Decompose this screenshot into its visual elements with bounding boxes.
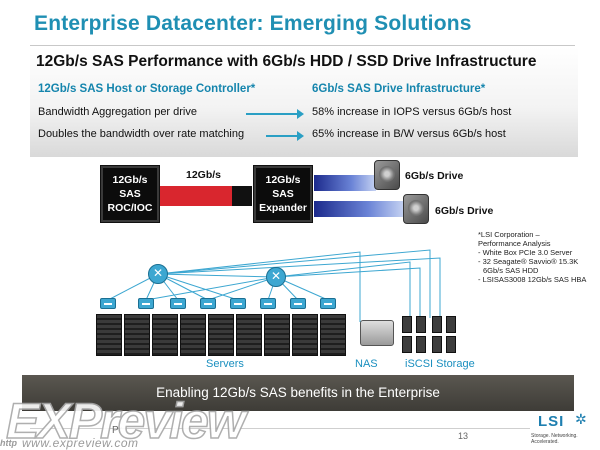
right-column-heading: 6Gb/s SAS Drive Infrastructure* xyxy=(312,83,486,95)
lsi-logo-mark-icon: ✲ xyxy=(575,411,587,427)
network-link xyxy=(207,276,277,301)
storage-array-icon xyxy=(432,336,442,353)
storage-array-icon xyxy=(402,316,412,333)
storage-array-icon xyxy=(446,336,456,353)
router-icon xyxy=(148,264,168,284)
lsi-logo: LSI xyxy=(538,413,565,430)
server-rack-icon xyxy=(96,314,122,356)
sas-12g-cable-end xyxy=(232,186,252,206)
panel-heading: 12Gb/s SAS Performance with 6Gb/s HDD / … xyxy=(36,53,537,70)
storage-array-icon xyxy=(432,316,442,333)
hdd-icon xyxy=(403,194,429,224)
server-rack-icon xyxy=(320,314,346,356)
expreview-watermark: EXPreview xyxy=(5,392,246,450)
performance-panel: 12Gb/s SAS Performance with 6Gb/s HDD / … xyxy=(30,47,578,157)
row-2-right: 65% increase in B/W versus 6Gb/s host xyxy=(312,128,506,140)
storage-array-icon xyxy=(402,336,412,353)
network-link xyxy=(157,273,239,301)
switch-icon xyxy=(230,298,246,309)
nas-device-icon xyxy=(360,320,394,346)
sas-12g-cable xyxy=(160,186,252,206)
sas-controller-chip: 12Gb/s SAS ROC/IOC xyxy=(96,161,164,227)
ref-line: - LSISAS3008 12Gb/s SAS HBA xyxy=(478,275,587,284)
network-link xyxy=(157,249,431,318)
drive-link-1 xyxy=(314,175,376,191)
switch-icon xyxy=(260,298,276,309)
network-link xyxy=(145,276,277,301)
title-divider xyxy=(30,45,575,46)
controller-line-1: 12Gb/s xyxy=(112,174,148,186)
row-1-right: 58% increase in IOPS versus 6Gb/s host xyxy=(312,106,512,118)
storage-array-icon xyxy=(416,316,426,333)
row-1-arrow xyxy=(246,109,304,119)
server-rack-icon xyxy=(264,314,290,356)
controller-line-3: ROC/IOC xyxy=(107,202,153,214)
iscsi-storage-label: iSCSI Storage xyxy=(405,358,475,370)
storage-array-icon xyxy=(446,316,456,333)
ref-line: 6Gb/s SAS HDD xyxy=(483,266,539,275)
drive-label-1: 6Gb/s Drive xyxy=(405,170,464,182)
footer-text-fragment: Pr xyxy=(112,425,122,436)
drive-label-2: 6Gb/s Drive xyxy=(435,205,494,217)
switch-icon xyxy=(170,298,186,309)
controller-line-2: SAS xyxy=(119,188,141,200)
server-rack-icon xyxy=(208,314,234,356)
switch-icon xyxy=(138,298,154,309)
server-rack-icon xyxy=(152,314,178,356)
slide-title: Enterprise Datacenter: Emerging Solution… xyxy=(34,12,472,35)
row-1-left: Bandwidth Aggregation per drive xyxy=(38,106,197,118)
footer-divider xyxy=(30,428,530,429)
switch-icon xyxy=(100,298,116,309)
expander-line-2: SAS xyxy=(272,188,294,200)
summary-banner: Enabling 12Gb/s SAS benefits in the Ente… xyxy=(22,375,574,411)
server-rack-icon xyxy=(236,314,262,356)
switch-icon xyxy=(290,298,306,309)
server-rack-icon xyxy=(124,314,150,356)
server-rack-icon xyxy=(180,314,206,356)
row-2-left: Doubles the bandwidth over rate matching xyxy=(38,128,245,140)
lsi-tagline: Storage. Networking. Accelerated. xyxy=(531,433,578,445)
link-speed-label: 12Gb/s xyxy=(186,169,222,181)
hdd-icon xyxy=(374,160,400,190)
ref-line: Performance Analysis xyxy=(478,239,551,248)
ref-line: *LSI Corporation – xyxy=(478,230,540,239)
left-column-heading: 12Gb/s SAS Host or Storage Controller* xyxy=(38,83,256,95)
network-link xyxy=(275,261,411,318)
ref-line: - White Box PCIe 3.0 Server xyxy=(478,248,573,257)
row-2-arrow xyxy=(266,131,304,141)
nas-label: NAS xyxy=(355,358,378,370)
switch-icon xyxy=(200,298,216,309)
network-link xyxy=(157,251,361,322)
watermark-http: http xyxy=(0,438,17,448)
test-configuration-notes: *LSI Corporation – Performance Analysis … xyxy=(478,230,598,284)
drive-link-2 xyxy=(314,201,404,217)
expander-line-1: 12Gb/s xyxy=(265,174,301,186)
servers-label: Servers xyxy=(206,358,244,370)
network-link xyxy=(275,267,421,318)
server-rack-icon xyxy=(292,314,318,356)
page-number: 13 xyxy=(458,431,469,441)
ref-line: - 32 Seagate® Savvio® 15.3K xyxy=(478,257,579,266)
storage-array-icon xyxy=(416,336,426,353)
network-link xyxy=(157,257,441,318)
router-icon xyxy=(266,267,286,287)
expander-line-3: Expander xyxy=(259,202,307,214)
switch-icon xyxy=(320,298,336,309)
banner-text: Enabling 12Gb/s SAS benefits in the Ente… xyxy=(156,385,440,400)
network-link xyxy=(157,273,277,278)
watermark-url: www.expreview.com xyxy=(22,436,139,450)
